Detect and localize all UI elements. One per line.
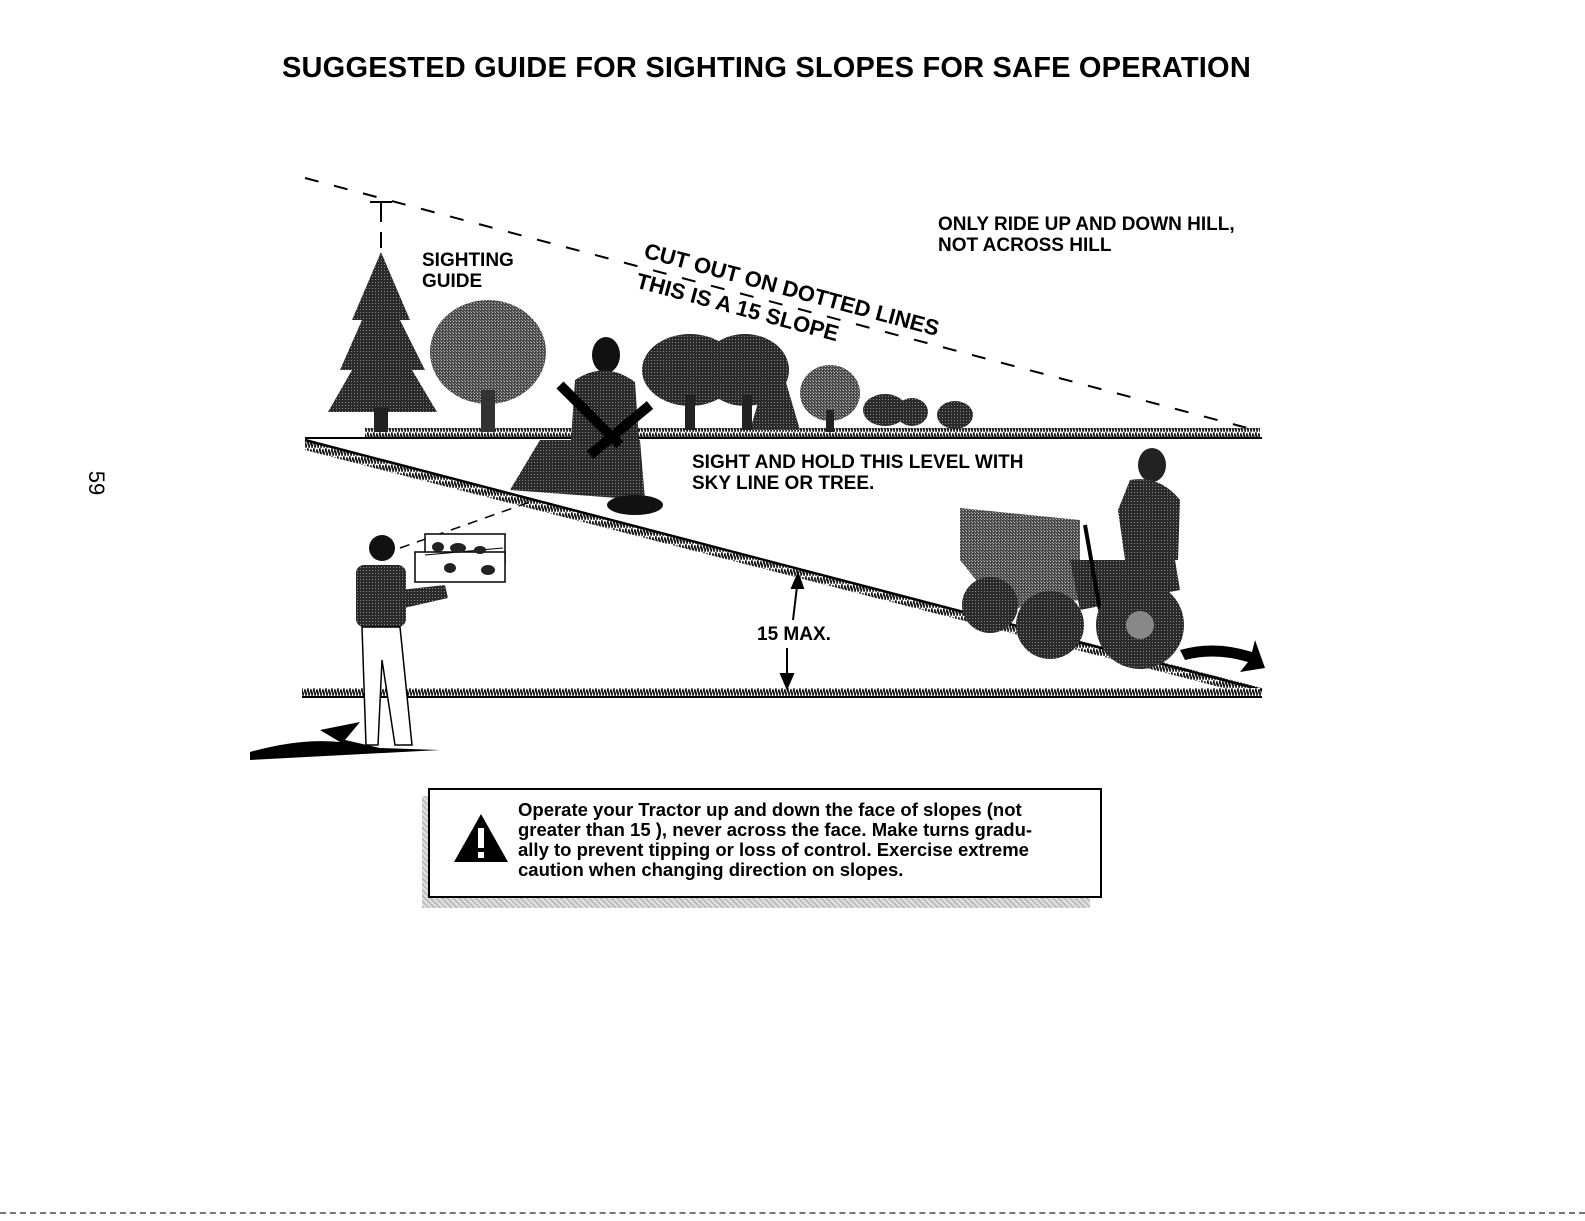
ride-instruction-line-2: NOT ACROSS HILL <box>938 235 1112 256</box>
conifer-tree-icon <box>328 252 437 432</box>
warning-line-2: greater than 15 ), never across the face… <box>518 819 1033 840</box>
horizon-line <box>305 428 1262 439</box>
page-edge-line <box>0 1212 1585 1214</box>
man-with-sighting-guide-icon <box>250 533 506 760</box>
dotted-cut-line <box>304 177 1256 431</box>
ride-instruction-label: ONLY RIDE UP AND DOWN HILL, NOT ACROSS H… <box>938 214 1235 256</box>
warning-line-1: Operate your Tractor up and down the fac… <box>518 799 1022 820</box>
sight-dash-line <box>399 501 531 549</box>
warning-line-3: ally to prevent tipping or loss of contr… <box>518 839 1029 860</box>
ride-instruction-line-1: ONLY RIDE UP AND DOWN HILL, <box>938 214 1235 235</box>
tractor-on-slope-icon <box>960 448 1265 672</box>
sight-instruction-label: SIGHT AND HOLD THIS LEVEL WITH SKY LINE … <box>692 452 1023 494</box>
warning-triangle-icon <box>454 814 508 862</box>
ground-line <box>302 688 1262 698</box>
tree-marker <box>370 201 392 248</box>
sight-instruction-line-2: SKY LINE OR TREE. <box>692 473 875 494</box>
warning-text: Operate your Tractor up and down the fac… <box>518 800 1098 880</box>
tree-cluster-icon <box>430 300 973 432</box>
sighting-guide-label: SIGHTING GUIDE <box>422 250 514 292</box>
page-title: SUGGESTED GUIDE FOR SIGHTING SLOPES FOR … <box>282 52 1251 84</box>
sighting-guide-line-2: GUIDE <box>422 271 483 292</box>
sighting-guide-line-1: SIGHTING <box>422 250 514 271</box>
sight-instruction-line-1: SIGHT AND HOLD THIS LEVEL WITH <box>692 452 1024 473</box>
warning-line-4: caution when changing direction on slope… <box>518 859 904 880</box>
angle-arrows <box>779 571 805 691</box>
max-angle-label: 15 MAX. <box>757 624 831 645</box>
distant-tractor-icon <box>510 337 663 515</box>
warning-box: Operate your Tractor up and down the fac… <box>428 788 1102 898</box>
